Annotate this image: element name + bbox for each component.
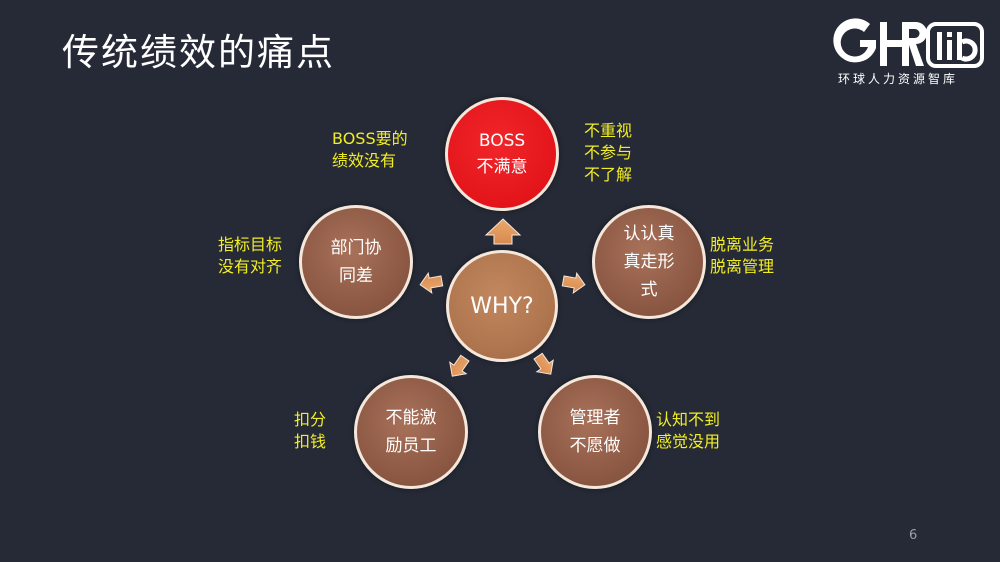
node-why: WHY? <box>446 250 558 362</box>
node-formality-label: 认认真 真走形 式 <box>623 224 675 300</box>
arrow-left-icon <box>419 271 444 294</box>
arrow-down-right-icon <box>533 352 554 375</box>
node-motivation: 不能激 励员工 <box>354 375 468 489</box>
note-left: 指标目标 没有对齐 <box>218 235 283 276</box>
node-motivation-label: 不能激 励员工 <box>385 408 437 456</box>
note-top-right: 不重视 不参与 不了解 <box>584 121 633 184</box>
node-why-label: WHY? <box>470 293 534 319</box>
logo-subtitle: 环球人力资源智库 <box>838 72 959 86</box>
page-number: 6 <box>909 528 918 543</box>
node-boss: BOSS 不满意 <box>445 97 559 211</box>
node-boss-label: BOSS 不满意 <box>476 131 528 177</box>
slide-title: 传统绩效的痛点 <box>62 31 335 74</box>
ghrlib-logo <box>833 18 984 68</box>
node-collaboration-label: 部门协 同差 <box>330 238 382 286</box>
node-manager-label: 管理者 不愿做 <box>569 408 621 456</box>
note-right: 脱离业务 脱离管理 <box>710 235 775 276</box>
node-formality: 认认真 真走形 式 <box>592 205 706 319</box>
note-top-left: BOSS要的 绩效没有 <box>332 129 408 170</box>
note-bottom-left: 扣分 扣钱 <box>294 410 327 451</box>
node-collaboration: 部门协 同差 <box>299 205 413 319</box>
arrow-up-icon <box>484 218 522 245</box>
arrow-right-icon <box>561 271 586 294</box>
node-manager: 管理者 不愿做 <box>538 375 652 489</box>
arrow-down-left-icon <box>449 354 470 377</box>
note-bottom-right: 认知不到 感觉没用 <box>656 410 721 451</box>
